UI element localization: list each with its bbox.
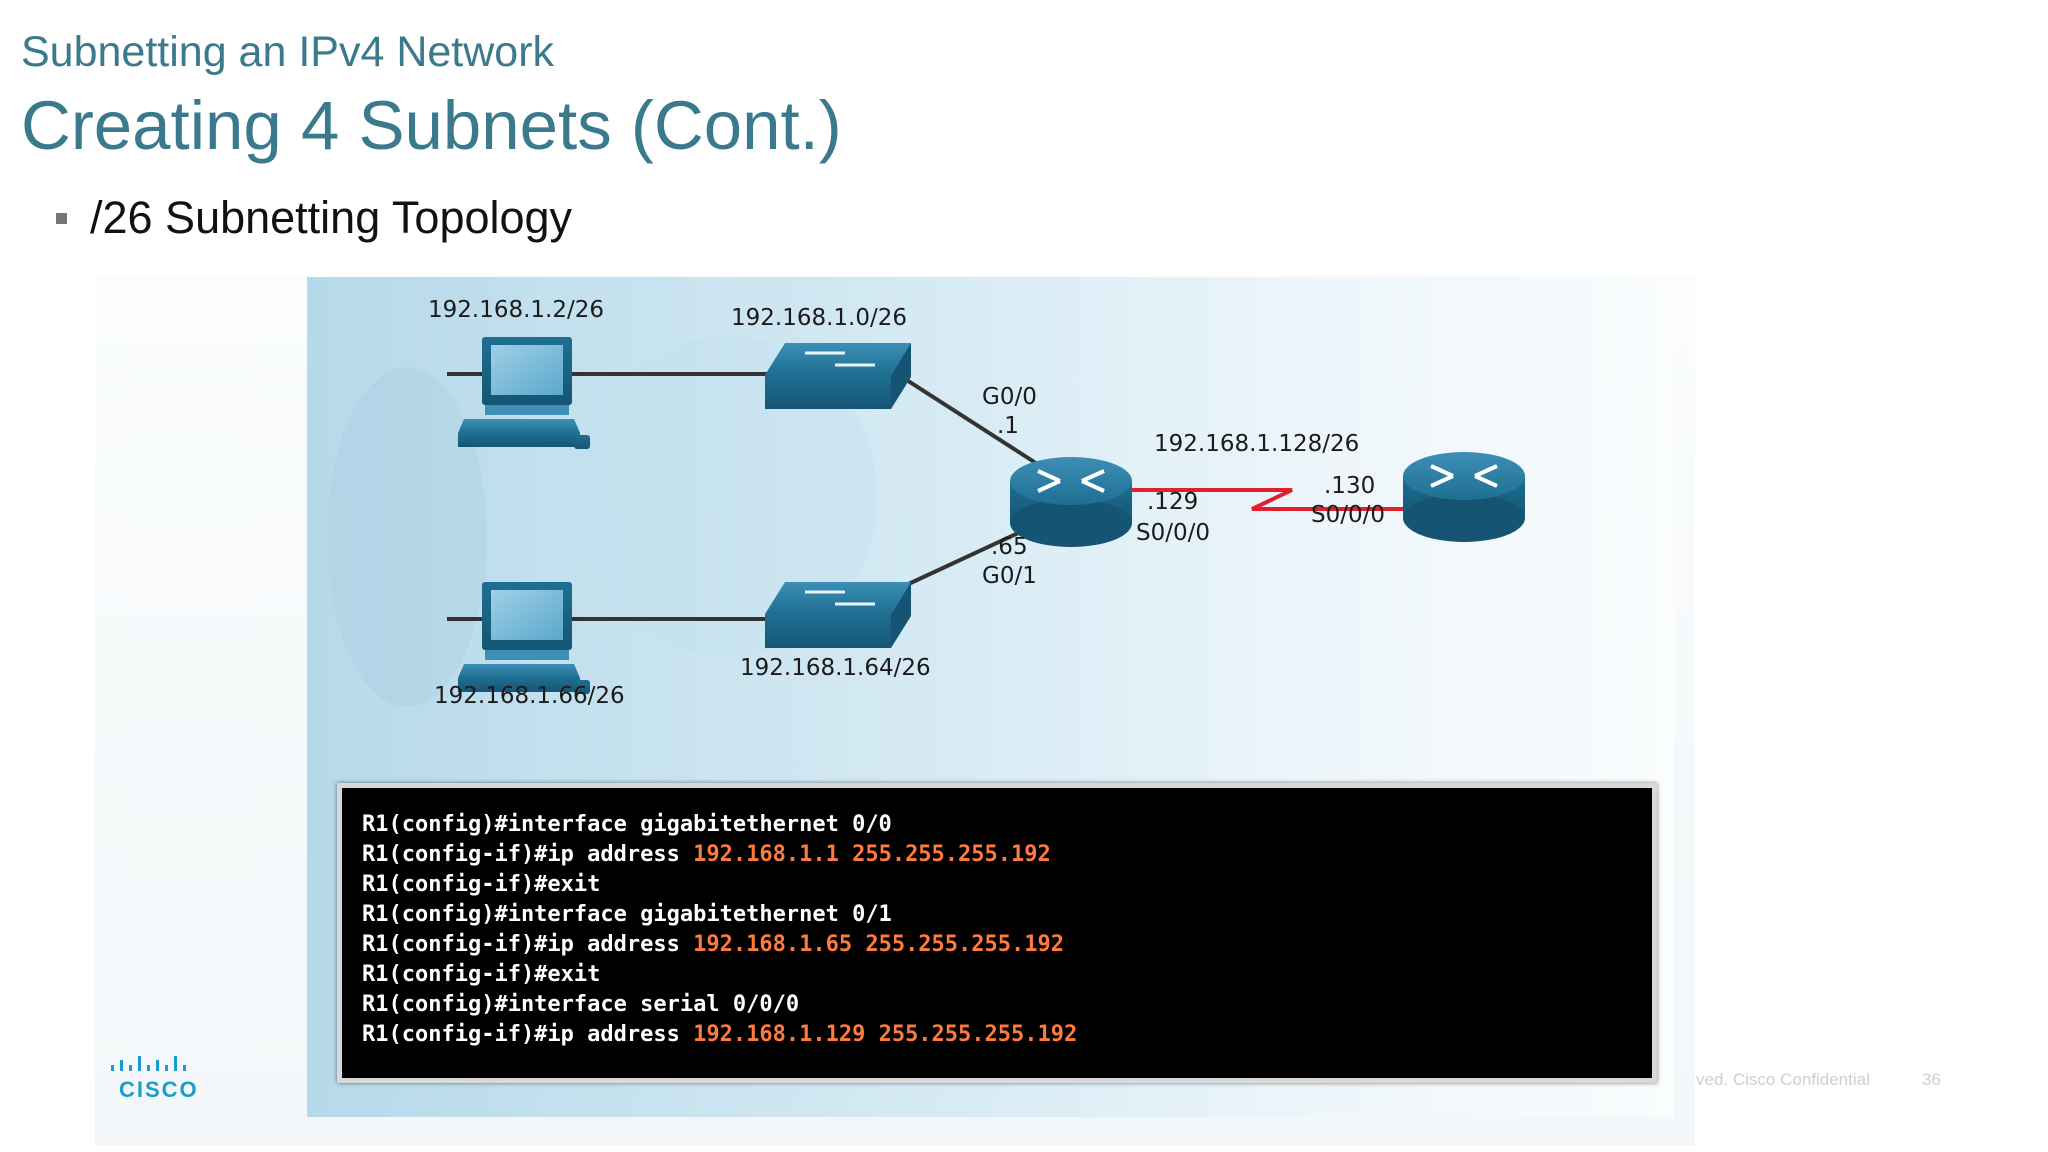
cli-line: R1(config-if)#ip address 192.168.1.129 2… — [362, 1022, 1078, 1047]
router2-icon — [1403, 452, 1525, 542]
cli-line: R1(config)#interface gigabitethernet 0/1 — [362, 902, 892, 927]
bullet-marker-icon — [56, 213, 67, 224]
r1-s000-addr: .129 — [1147, 489, 1199, 515]
cli-line: R1(config)#interface gigabitethernet 0/0 — [362, 812, 892, 837]
cli-line: R1(config-if)#ip address 192.168.1.65 25… — [362, 932, 1065, 957]
slide-subtitle: Subnetting an IPv4 Network — [21, 28, 555, 76]
r1-s000-port: S0/0/0 — [1136, 520, 1210, 546]
cli-line: R1(config-if)#exit — [362, 962, 601, 987]
background-shape — [327, 367, 487, 707]
cli-line: R1(config-if)#exit — [362, 872, 601, 897]
pc2-icon — [458, 582, 590, 694]
cli-line: R1(config)#interface serial 0/0/0 — [362, 992, 800, 1017]
switch2-icon — [765, 582, 911, 648]
switch1-icon — [765, 343, 911, 409]
switch1-label: 192.168.1.0/26 — [731, 305, 908, 331]
topology-diagram — [327, 337, 1525, 707]
pc2-label: 192.168.1.66/26 — [434, 683, 625, 709]
r1-g00-port: G0/0 — [982, 384, 1037, 410]
pc1-label: 192.168.1.2/26 — [428, 297, 605, 323]
link-switch1-router1 — [900, 375, 1044, 469]
r2-s000-addr: .130 — [1324, 473, 1376, 499]
topology-figure: 192.168.1.2/26 192.168.1.0/26 G0/0 .1 19… — [307, 277, 1674, 1117]
serial-link — [1130, 488, 1437, 511]
cisco-logo-text: CISCO — [119, 1077, 199, 1102]
slide-title: Creating 4 Subnets (Cont.) — [21, 87, 842, 164]
r1-g00-addr: .1 — [997, 413, 1019, 439]
r1-g01-port: G0/1 — [982, 563, 1037, 589]
router1-icon — [1010, 457, 1132, 547]
cli-line: R1(config-if)#ip address 192.168.1.1 255… — [362, 842, 1051, 867]
cli-terminal: R1(config)#interface gigabitethernet 0/0… — [337, 783, 1657, 1083]
background-shape — [577, 337, 877, 657]
cisco-logo-icon — [111, 1056, 186, 1071]
r2-s000-port: S0/0/0 — [1311, 502, 1385, 528]
r1-g01-addr: .65 — [991, 534, 1028, 560]
pc1-icon — [458, 337, 590, 449]
bullet-text: /26 Subnetting Topology — [90, 192, 573, 243]
page-number: 36 — [1922, 1070, 1941, 1089]
confidential-text: ved. Cisco Confidential — [1696, 1070, 1870, 1089]
serial-net-label: 192.168.1.128/26 — [1154, 431, 1360, 457]
switch2-label: 192.168.1.64/26 — [740, 655, 931, 681]
